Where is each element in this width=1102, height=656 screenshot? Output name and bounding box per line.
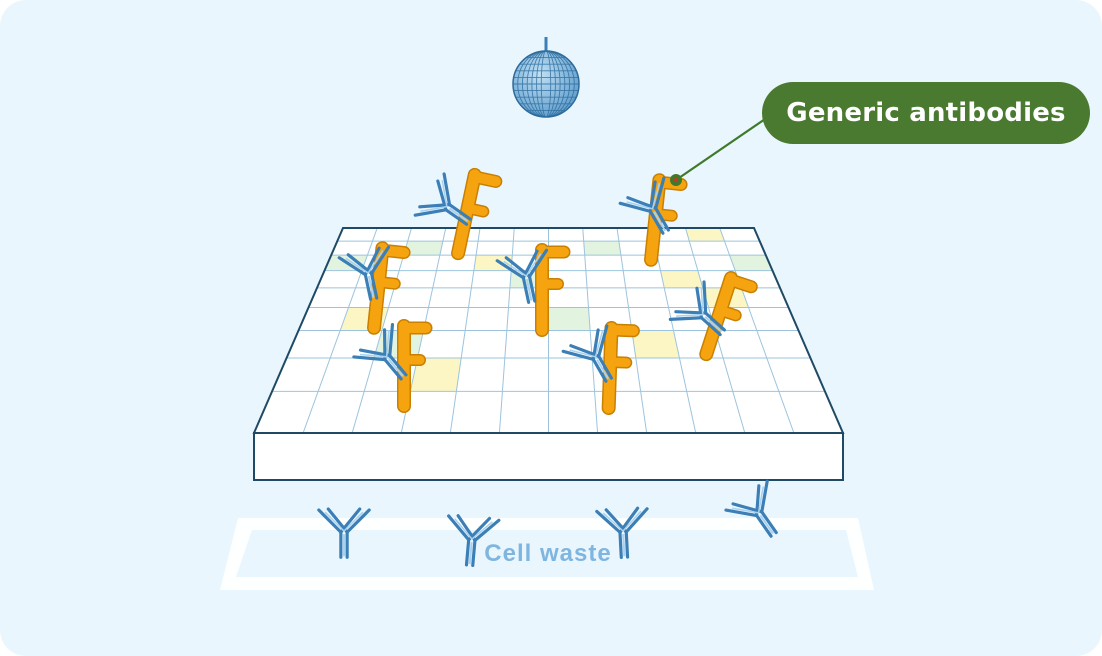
callout-pointer [670,116,769,186]
plate-side [253,432,844,481]
cell-waste-label: Cell waste [484,540,611,567]
cell-waste-area: Cell waste [220,518,874,590]
plate-wells [324,228,773,392]
bead-icon [512,37,580,118]
generic-antibodies-callout: Generic antibodies [762,82,1090,144]
callout-label: Generic antibodies [786,98,1066,128]
